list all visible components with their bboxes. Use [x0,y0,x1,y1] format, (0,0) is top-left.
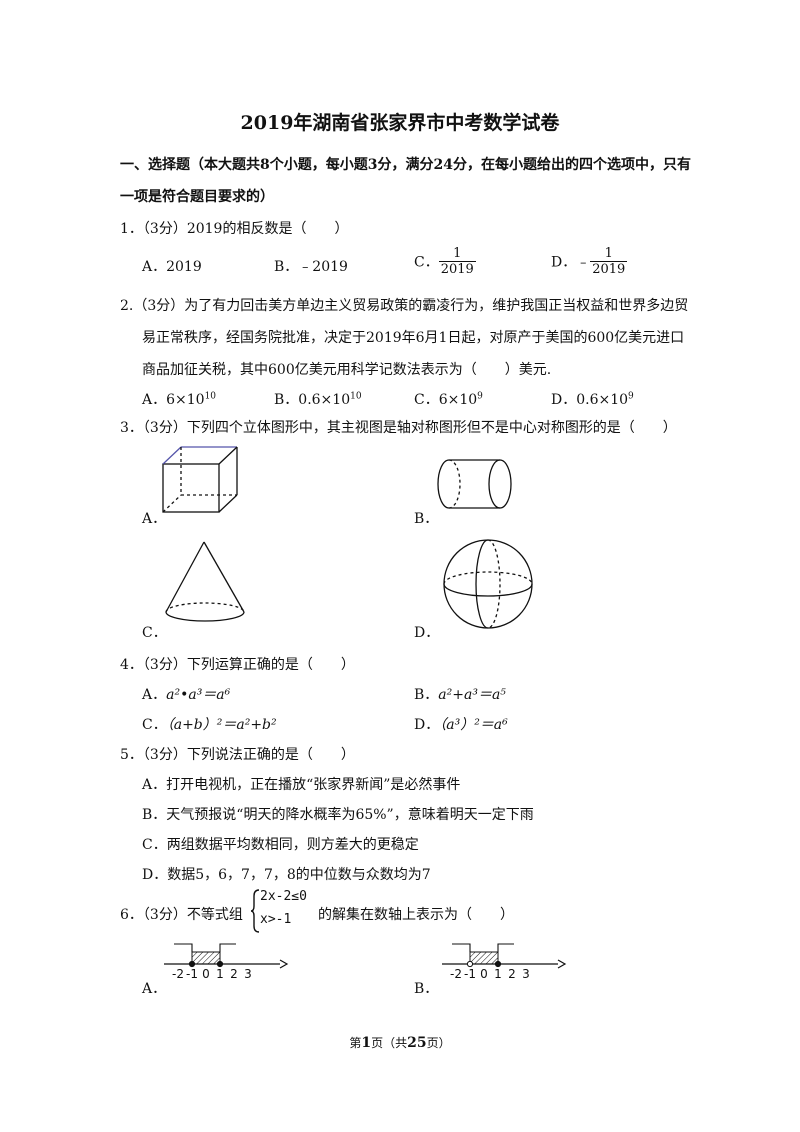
tick-label: 2 [230,967,238,981]
q2-stem-line3: 商品加征关税，其中600亿美元用科学记数法表示为（ ）美元. [142,362,552,378]
q1-stem: 1．（3分）2019的相反数是（ ） [120,221,349,237]
q4-option-d: D．（a³）²＝a⁶ [414,714,508,734]
q5-option-c: C．两组数据平均数相同，则方差大的更稳定 [142,837,419,853]
q6-option-a: A． [142,981,167,997]
endpoint-left [466,960,474,968]
q4-option-a-label: A． [142,687,167,703]
footer-page-number: 1 [361,1035,372,1051]
tick-label: 2 [508,967,516,981]
axis-arrow [279,959,289,969]
tick-label: 1 [216,967,224,981]
q5-stem: 5．（3分）下列说法正确的是（ ） [120,747,355,763]
q1-option-d-numerator: 1 [604,246,613,261]
ray-left [174,943,193,952]
q6-stem-prefix: 6．（3分）不等式组 [120,907,243,923]
q6-system-eq1: 2x-2≤0 [260,889,307,904]
q2-stem-line1: 2.（3分）为了有力回击美方单边主义贸易政策的霸凌行为，维护我国正当权益和世界多… [120,298,689,314]
q3-option-c: C． [142,625,167,641]
q2-option-b-exponent: 10 [350,391,362,402]
q2-option-a-exponent: 10 [204,391,217,402]
tick-label: 3 [522,967,530,981]
tick-label: 0 [202,967,210,981]
cylinder-figure [437,459,512,509]
tick-label: 0 [480,967,488,981]
q4-option-c-expression: （a+b）²＝a²+b² [166,717,277,733]
q2-option-b: B．0.6×1010 [274,389,362,409]
q2-option-c-exponent: 9 [477,391,483,402]
q6-option-b: B． [414,981,439,997]
endpoint-right [216,960,224,968]
axis-arrow [557,959,567,969]
q2-option-d-exponent: 9 [628,391,634,402]
cube-figure [162,446,238,513]
tick-label: -2 [450,967,462,981]
ray-left [452,943,471,952]
q2-option-c-base: C．6×10 [414,392,478,408]
q6-stem-suffix: 的解集在数轴上表示为（ ） [318,907,514,923]
q2-option-c: C．6×109 [414,389,483,409]
page-footer: 第1页（共25页） [0,1034,800,1051]
footer-middle: 页（共 [371,1036,408,1050]
footer-suffix: 页） [426,1036,451,1050]
q4-stem: 4．（3分）下列运算正确的是（ ） [120,657,355,673]
q5-option-b: B．天气预报说“明天的降水概率为65%”，意味着明天一定下雨 [142,807,534,823]
cone-figure [165,541,245,622]
q4-option-b-expression: a²+a³＝a⁵ [438,687,506,703]
q2-stem-line2: 易正常秩序，经国务院批准，决定于2019年6月1日起，对原产于美国的600亿美元… [142,330,685,346]
q1-option-b: B．﹣2019 [274,259,348,275]
q1-option-c-label: C． [414,254,439,271]
endpoint-right [494,960,502,968]
q5-option-a: A．打开电视机，正在播放“张家界新闻”是必然事件 [142,777,461,793]
q6-system-eq2: x>-1 [260,912,292,927]
q2-option-a: A．6×1010 [142,389,216,409]
q2-option-d: D．0.6×109 [551,389,634,409]
q1-option-a: A．2019 [142,259,202,275]
q1-option-d-denominator: 2019 [590,261,628,277]
q2-option-d-base: D．0.6×10 [551,392,629,408]
q4-option-c: C．（a+b）²＝a²+b² [142,714,277,734]
section-heading-line2: 一项是符合题目要求的） [120,189,274,205]
q3-stem: 3．（3分）下列四个立体图形中，其主视图是轴对称图形但不是中心对称图形的是（ ） [120,420,677,436]
q4-option-b: B．a²+a³＝a⁵ [414,684,506,704]
solution-interval [469,951,499,965]
q1-option-c-numerator: 1 [453,246,462,261]
q4-option-a-expression: a²•a³＝a⁶ [166,687,231,703]
ray-right [219,943,236,952]
q1-option-c-denominator: 2019 [438,261,476,277]
q4-option-d-label: D． [414,717,440,733]
ray-right [497,943,514,952]
page-title: 2019年湖南省张家界市中考数学试卷 [240,112,560,134]
tick-label: -1 [464,967,476,981]
sphere-figure [443,539,533,629]
tick-label: 3 [244,967,252,981]
endpoint-left [188,960,196,968]
q3-option-b: B． [414,511,439,527]
q4-option-d-expression: （a³）²＝a⁶ [439,717,508,733]
solution-interval [191,951,221,965]
tick-label: -1 [186,967,198,981]
q4-option-b-label: B． [414,687,439,703]
q4-option-a: A．a²•a³＝a⁶ [142,684,230,704]
footer-total-pages: 25 [407,1035,427,1051]
q2-option-b-base: B．0.6×10 [274,392,351,408]
q6-system-brace [250,889,260,933]
q1-option-d-label: D．﹣ [551,254,591,271]
q4-option-c-label: C． [142,717,167,733]
q3-option-a: A． [142,511,167,527]
q2-option-a-base: A．6×10 [142,392,205,408]
q5-option-d: D．数据5，6，7，7，8的中位数与众数均为7 [142,867,431,883]
q3-option-d: D． [414,625,440,641]
tick-label: -2 [172,967,184,981]
section-heading-line1: 一、选择题（本大题共8个小题，每小题3分，满分24分，在每小题给出的四个选项中，… [120,157,691,173]
tick-label: 1 [494,967,502,981]
footer-prefix: 第 [349,1036,362,1050]
